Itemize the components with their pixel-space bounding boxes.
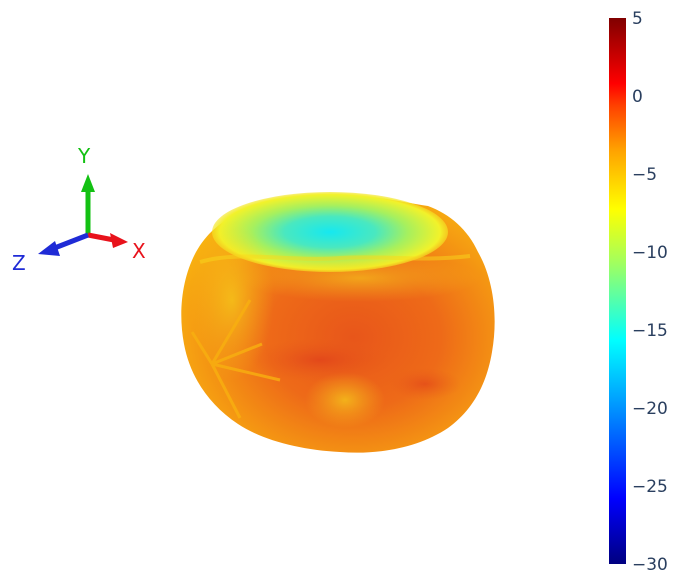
surface-yellow-lobe-lower xyxy=(305,372,385,428)
y-axis-label: Y xyxy=(77,144,91,168)
z-axis-arrowhead-icon xyxy=(38,241,60,256)
surface-red-region xyxy=(250,338,390,382)
surface-null-star xyxy=(190,299,281,419)
axes-orientation-indicator: Y X Z xyxy=(12,144,146,275)
z-axis-arrow xyxy=(51,232,89,252)
surface-yellow-lobe-upper xyxy=(240,254,480,302)
3d-surface[interactable] xyxy=(181,192,495,453)
colorbar-tick-label: −30 xyxy=(632,555,668,575)
colorbar: 5 0 −5 −10 −15 −20 −25 −30 xyxy=(609,9,668,575)
surface-top-region xyxy=(212,192,448,272)
x-axis-arrowhead-icon xyxy=(110,233,128,248)
z-axis-label: Z xyxy=(12,251,26,275)
colorbar-ticks: 5 0 −5 −10 −15 −20 −25 −30 xyxy=(632,9,668,575)
colorbar-tick-label: 0 xyxy=(632,87,643,107)
colorbar-tick-label: −5 xyxy=(632,165,657,185)
x-axis-arrow xyxy=(87,232,115,243)
colorbar-gradient xyxy=(609,18,626,564)
colorbar-tick-label: −10 xyxy=(632,243,668,263)
colorbar-tick-label: −25 xyxy=(632,477,668,497)
surface-ridge xyxy=(199,254,471,264)
y-axis-arrowhead-icon xyxy=(81,174,95,192)
colorbar-tick-label: −20 xyxy=(632,399,668,419)
colorbar-tick-label: 5 xyxy=(632,9,643,29)
colorbar-tick-label: −15 xyxy=(632,321,668,341)
surface-red-region-right xyxy=(389,368,461,400)
x-axis-label: X xyxy=(132,239,146,263)
